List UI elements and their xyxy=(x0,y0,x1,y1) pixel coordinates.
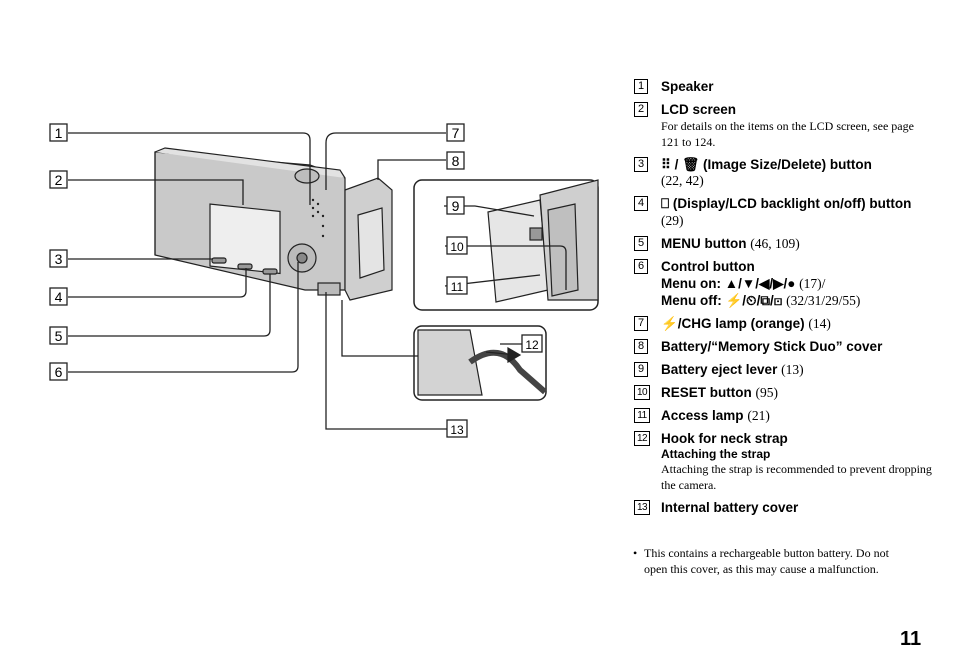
legend-item: 4 ⎕ (Display/LCD backlight on/off) butto… xyxy=(634,195,934,229)
callout-label: 3 xyxy=(55,251,63,267)
item-title: RESET button xyxy=(661,385,752,400)
item-title: ⚡/CHG lamp (orange) xyxy=(661,316,805,331)
legend-item: 3 ⠿ / 🗑 (Image Size/Delete) button (22, … xyxy=(634,156,934,189)
callout-label: 6 xyxy=(55,364,63,380)
item-pages: (21) xyxy=(747,408,770,423)
callout-label: 13 xyxy=(450,423,464,437)
camera-body xyxy=(154,147,346,296)
parts-legend: 1 Speaker 2 LCD screen For details on th… xyxy=(634,78,934,522)
item-pages: (32/31/29/55) xyxy=(786,293,861,308)
item-pages: (22, 42) xyxy=(661,173,704,188)
camera-illustration: 1 2 3 4 5 6 7 8 9 10 11 12 13 xyxy=(49,123,599,438)
callout-label: 9 xyxy=(452,198,460,214)
item-number: 13 xyxy=(634,500,650,515)
item-title: (Display/LCD backlight on/off) button xyxy=(672,196,912,211)
item-number: 2 xyxy=(634,102,648,117)
item-title: Access lamp xyxy=(661,408,744,423)
item-number: 12 xyxy=(634,431,650,446)
callout-label: 4 xyxy=(55,289,63,305)
item-description: For details on the items on the LCD scre… xyxy=(661,119,914,149)
callout-label: 10 xyxy=(450,240,464,254)
item-title: LCD screen xyxy=(661,102,737,117)
menu-off-line: Menu off: ⚡/⏲/⧉/⊡ xyxy=(661,293,783,308)
compartment-detail xyxy=(487,179,599,303)
callout-label: 7 xyxy=(452,125,460,141)
item-number: 11 xyxy=(634,408,650,423)
item-title: Battery eject lever xyxy=(661,362,778,377)
image-size-delete-icon: ⠿ / 🗑 xyxy=(661,157,700,172)
legend-item: 8 Battery/“Memory Stick Duo” cover xyxy=(634,338,934,355)
note: • This contains a rechargeable button ba… xyxy=(633,545,904,577)
legend-item: 11 Access lamp (21) xyxy=(634,407,934,424)
legend-item: 13 Internal battery cover xyxy=(634,499,934,516)
callout-label: 8 xyxy=(452,153,460,169)
legend-item: 1 Speaker xyxy=(634,78,934,95)
leader-lines xyxy=(68,132,567,430)
lcd-screen xyxy=(209,203,281,275)
item-number: 10 xyxy=(634,385,650,400)
item-title: MENU button xyxy=(661,236,747,251)
legend-item: 10 RESET button (95) xyxy=(634,384,934,401)
legend-item: 5 MENU button (46, 109) xyxy=(634,235,934,252)
item-pages: (29) xyxy=(661,213,684,228)
callouts xyxy=(49,123,543,438)
item-number: 8 xyxy=(634,339,648,354)
item-pages: (95) xyxy=(755,385,779,400)
item-title: Battery/“Memory Stick Duo” cover xyxy=(661,339,883,354)
legend-item: 6 Control button Menu on: ▲/▼/◀/▶/● (17)… xyxy=(634,258,934,309)
item-number: 1 xyxy=(634,79,648,94)
item-number: 9 xyxy=(634,362,648,377)
item-title: (Image Size/Delete) button xyxy=(703,157,872,172)
item-pages: (14) xyxy=(808,316,831,331)
item-number: 6 xyxy=(634,259,648,274)
callout-label: 11 xyxy=(451,280,464,294)
legend-item: 12 Hook for neck strap Attaching the str… xyxy=(634,430,934,493)
item-number: 5 xyxy=(634,236,648,251)
display-icon: ⎕ xyxy=(661,196,670,211)
item-title: Hook for neck strap xyxy=(661,431,788,446)
note-text: This contains a rechargeable button batt… xyxy=(644,546,889,576)
speaker-dots xyxy=(311,198,325,238)
legend-item: 2 LCD screen For details on the items on… xyxy=(634,101,934,150)
item-number: 4 xyxy=(634,196,648,211)
legend-item: 7 ⚡/CHG lamp (orange) (14) xyxy=(634,315,934,332)
page-number: 11 xyxy=(900,628,922,650)
item-title: Control button xyxy=(661,259,755,274)
callout-label: 12 xyxy=(525,338,539,352)
item-pages: (13) xyxy=(781,362,804,377)
legend-item: 9 Battery eject lever (13) xyxy=(634,361,934,378)
callout-label: 2 xyxy=(55,172,63,188)
item-description: Attaching the strap is recommended to pr… xyxy=(661,462,932,492)
item-number: 3 xyxy=(634,157,648,172)
item-title: Speaker xyxy=(661,79,714,94)
bullet: • xyxy=(633,546,638,560)
item-number: 7 xyxy=(634,316,648,331)
item-pages: (46, 109) xyxy=(750,236,800,251)
item-subtitle: Attaching the strap xyxy=(661,447,771,461)
callout-label: 1 xyxy=(55,125,63,141)
strap-detail xyxy=(417,329,547,396)
callout-label: 5 xyxy=(55,328,63,344)
item-pages: (17)/ xyxy=(799,276,826,291)
menu-on-line: Menu on: ▲/▼/◀/▶/● xyxy=(661,276,796,291)
battery-cover xyxy=(344,177,393,301)
item-title: Internal battery cover xyxy=(661,500,799,515)
